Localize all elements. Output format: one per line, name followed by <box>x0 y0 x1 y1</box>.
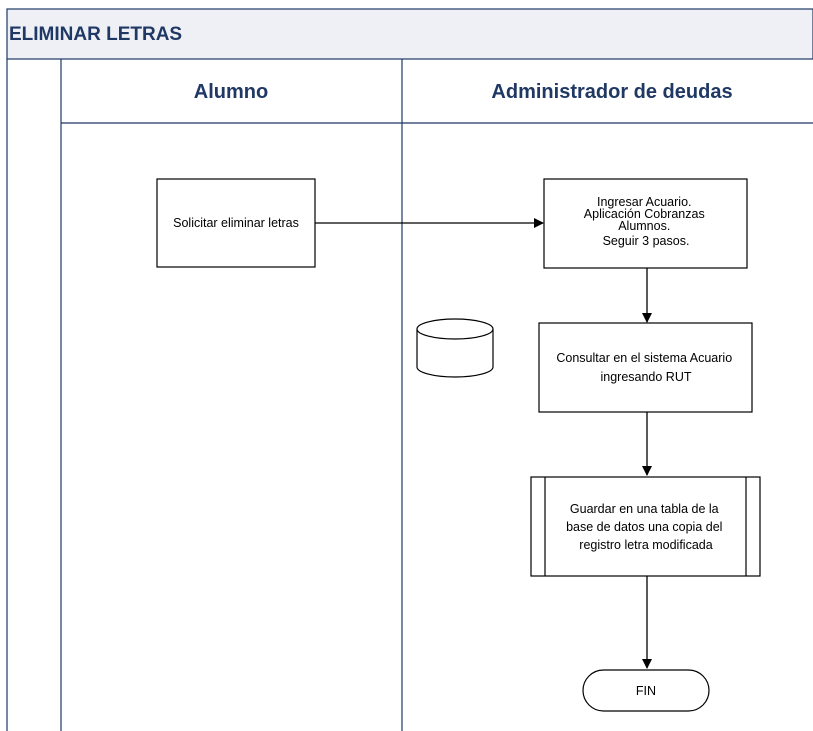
process-consultar-sistema-acuario <box>538 322 753 413</box>
process-guardar-label: Guardar en una tabla de la base de datos… <box>566 502 726 552</box>
process-consultar-line-2: ingresando RUT <box>600 370 691 384</box>
process-ingresar-label: Ingresar Acuario. Aplicación Cobranzas A… <box>584 195 708 248</box>
process-consultar-label: Consultar en el sistema Acuario ingresan… <box>556 351 735 384</box>
process-solicitar-line-1: Solicitar eliminar letras <box>173 216 299 230</box>
process-solicitar-eliminar-letras <box>156 178 316 268</box>
process-ingresar-line-1: Ingresar Acuario. <box>597 195 692 209</box>
process-ingresar-acuario <box>543 178 748 269</box>
process-consultar-line-1: Consultar en el sistema Acuario <box>556 351 732 365</box>
terminator-fin-label: FIN <box>636 684 656 698</box>
process-ingresar-line-2: Aplicación Cobranzas <box>584 207 705 221</box>
database-icon <box>416 318 494 378</box>
title-bar <box>6 8 813 60</box>
process-solicitar-label: Solicitar eliminar letras <box>173 216 299 230</box>
diagram-title: ELIMINAR LETRAS <box>9 24 182 45</box>
lane-header-administrador: Administrador de deudas <box>491 81 732 103</box>
terminator-fin-line-1: FIN <box>636 684 656 698</box>
process-ingresar-line-4: Seguir 3 pasos. <box>603 234 690 248</box>
terminator-fin <box>582 669 710 712</box>
process-guardar-line-3: registro letra modificada <box>579 538 712 552</box>
process-guardar-line-2: base de datos una copia del <box>566 520 722 534</box>
lane-header-alumno: Alumno <box>194 81 268 103</box>
predefined-process-guardar <box>530 476 761 577</box>
process-ingresar-line-3: Alumnos. <box>618 219 670 233</box>
process-guardar-line-1: Guardar en una tabla de la <box>570 502 719 516</box>
